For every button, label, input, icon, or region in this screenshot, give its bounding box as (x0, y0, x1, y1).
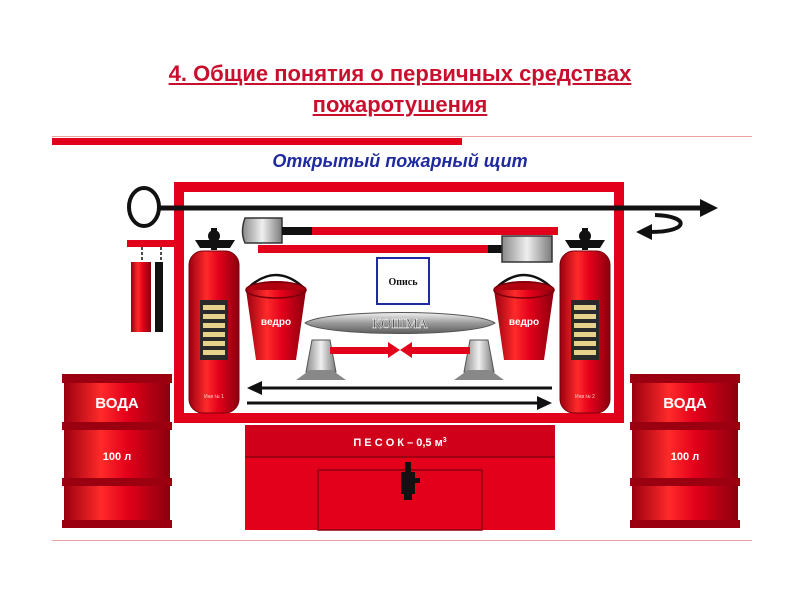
slide-title: 4. Общие понятия о первичных средствах п… (30, 58, 770, 120)
barrel-label-right: ВОДА (663, 395, 707, 412)
shovel (241, 217, 558, 244)
water-barrel-left: ВОДА 100 л (62, 374, 172, 528)
extinguisher-tag-right: Инв № 2 (575, 394, 595, 400)
fire-hook-tool (127, 240, 177, 332)
title-line-2: пожаротушения (312, 92, 488, 117)
crowbar (247, 381, 552, 410)
lock-icon (401, 462, 420, 500)
scoop-shovel (258, 235, 553, 263)
barrel-volume-right: 100 л (671, 451, 699, 463)
blanket-label: КОШМА (372, 317, 429, 332)
sand-box: П Е С О К – 0,5 м3 (245, 425, 555, 531)
inventory-sheet: Опись (376, 257, 430, 305)
hook-rod (127, 186, 718, 240)
bucket-label-right: ведро (509, 317, 539, 328)
felt-blanket: КОШМА (304, 312, 496, 334)
title-line-1: 4. Общие понятия о первичных средствах (168, 61, 632, 86)
extinguisher-tag-left: Инв № 1 (204, 394, 224, 400)
sand-box-label-text: П Е С О К – 0,5 м (353, 437, 442, 449)
hook-holder-left (296, 339, 400, 380)
water-barrel-right: ВОДА 100 л (630, 374, 740, 528)
barrel-label-left: ВОДА (95, 395, 139, 412)
inventory-label: Опись (388, 277, 418, 288)
fire-bucket-right: ведро (493, 273, 555, 360)
bottom-divider (52, 540, 752, 541)
fire-bucket-left: ведро (245, 273, 307, 360)
shield-frame (174, 182, 624, 423)
sand-box-label: П Е С О К – 0,5 м3 (353, 437, 446, 449)
diagram-subtitle: Открытый пожарный щит (272, 151, 528, 171)
sand-box-unit-exponent: 3 (443, 437, 447, 444)
barrel-volume-left: 100 л (103, 451, 131, 463)
hook-holder-right (400, 339, 504, 380)
fire-extinguisher-right: Инв № 2 (559, 228, 611, 414)
bucket-label-left: ведро (261, 317, 291, 328)
title-divider-thin (52, 136, 752, 137)
fire-extinguisher-left: Инв № 1 (188, 228, 240, 414)
title-divider-thick (52, 138, 462, 145)
